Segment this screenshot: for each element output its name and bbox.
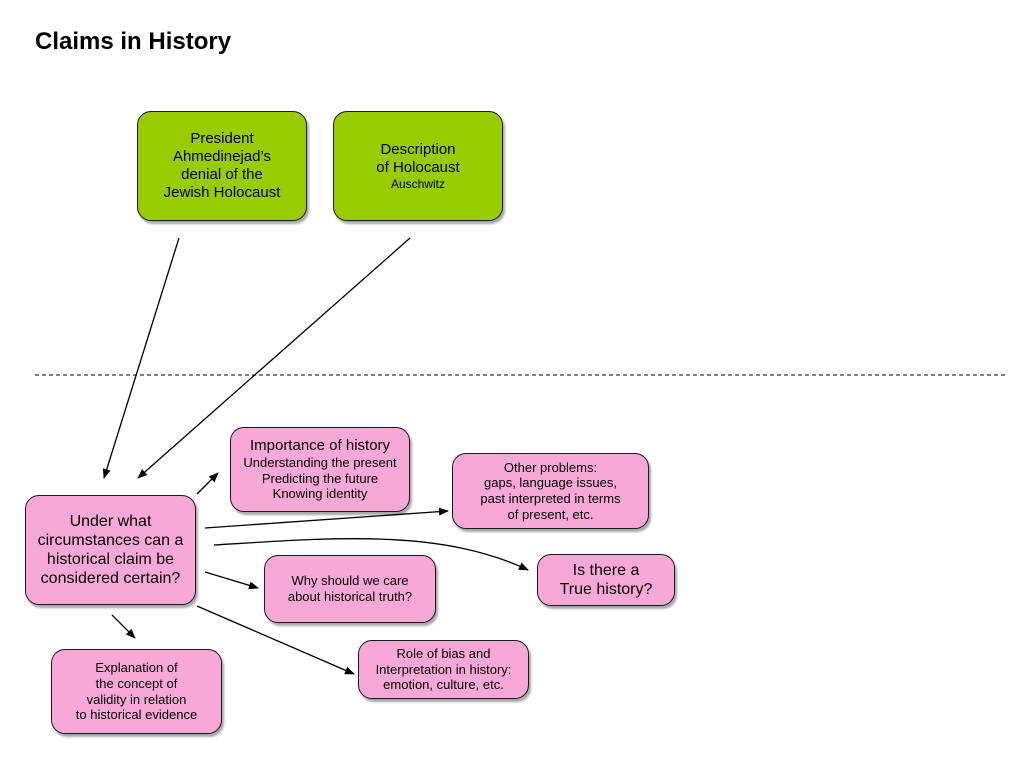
- arrow-central-to-importance: [196, 472, 219, 495]
- node-holocaust-description: Description of Holocaust Auschwitz: [333, 111, 503, 221]
- node-bias-interpretation-text: Role of bias and Interpretation in histo…: [375, 646, 512, 693]
- node-central-question: Under what circumstances can a historica…: [25, 495, 196, 605]
- node-why-care: Why should we care about historical trut…: [264, 555, 436, 623]
- node-true-history: Is there a True history?: [537, 554, 675, 606]
- node-other-problems-text: Other problems: gaps, language issues, p…: [480, 459, 621, 522]
- node-importance-text: Understanding the present Predicting the…: [243, 455, 397, 502]
- node-importance-heading: Importance of history: [249, 437, 391, 455]
- arrow-central-to-bias: [196, 605, 355, 675]
- arrow-central-to-other-problems: [204, 507, 449, 529]
- node-true-history-text: Is there a True history?: [559, 561, 653, 598]
- page-title: Claims in History: [35, 28, 232, 55]
- node-bias-interpretation: Role of bias and Interpretation in histo…: [358, 640, 529, 699]
- node-central-question-text: Under what circumstances can a historica…: [37, 512, 184, 588]
- arrow-description-to-central: [137, 237, 411, 479]
- arrow-central-to-why-care: [204, 571, 259, 590]
- node-holocaust-description-subtext: Auschwitz: [390, 176, 446, 191]
- arrow-central-to-true-history: [213, 538, 529, 571]
- node-holocaust-description-text: Description of Holocaust: [376, 140, 460, 176]
- node-other-problems: Other problems: gaps, language issues, p…: [452, 453, 649, 529]
- arrow-central-to-validity: [111, 614, 136, 639]
- node-ahmadinejad-denial: President Ahmedinejad’s denial of the Je…: [137, 111, 307, 221]
- node-why-care-text: Why should we care about historical trut…: [287, 573, 413, 604]
- node-validity-explanation-text: Explanation of the concept of validity i…: [75, 660, 198, 723]
- arrow-ahmadinejad-to-central: [102, 237, 180, 479]
- node-ahmadinejad-denial-text: President Ahmedinejad’s denial of the Je…: [163, 130, 281, 201]
- node-validity-explanation: Explanation of the concept of validity i…: [51, 649, 222, 734]
- node-importance-of-history: Importance of history Understanding the …: [230, 427, 410, 512]
